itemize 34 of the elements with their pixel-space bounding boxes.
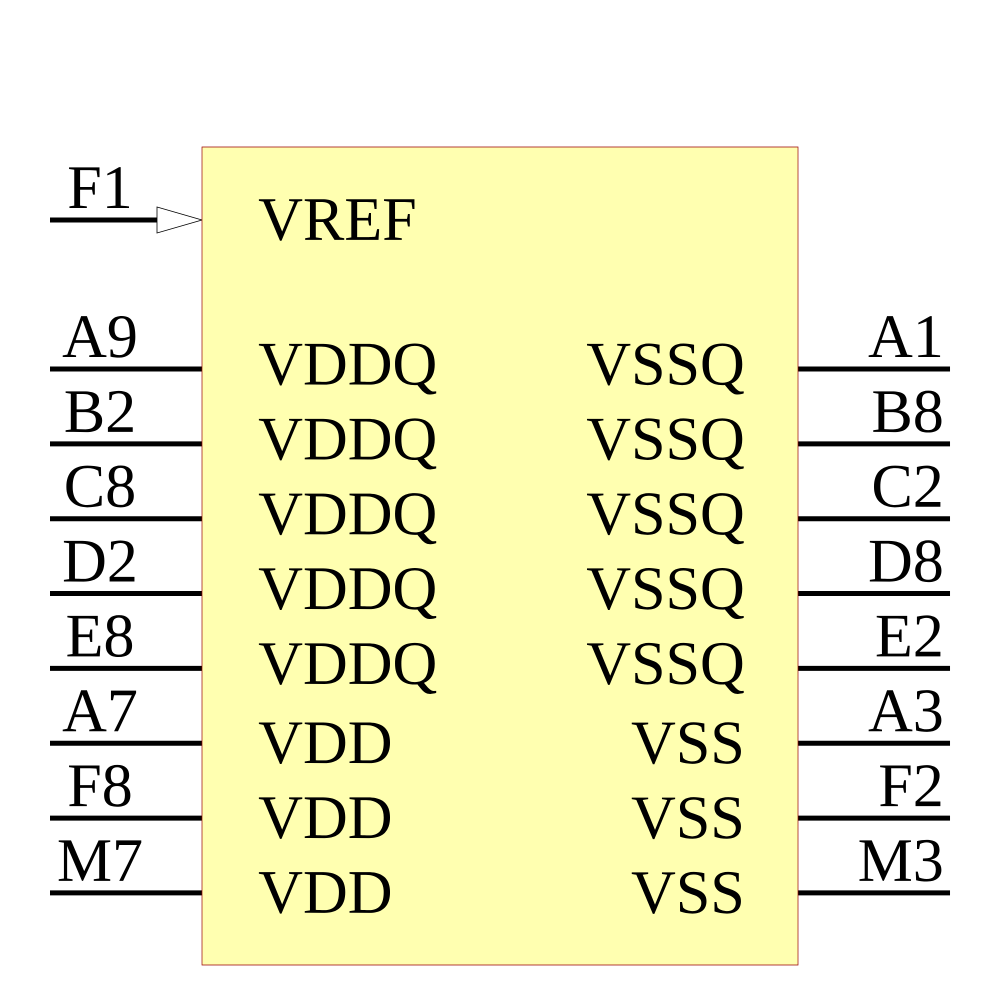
pin-number: F2 (880, 765, 940, 806)
pin-name: VDD (258, 797, 390, 839)
pin-name: VSS (632, 722, 741, 764)
pin-number: C8 (66, 465, 134, 508)
pin-number: B8 (873, 390, 942, 433)
pin-number: D2 (64, 540, 134, 582)
pin-name: VDDQ (258, 568, 436, 620)
pin-number: A1 (868, 316, 940, 357)
pin-name: VSSQ (587, 493, 744, 544)
pin-number: F1 (69, 167, 129, 208)
pin-number: A9 (62, 316, 136, 358)
pin-name: VSSQ (587, 568, 744, 620)
pin-name: VSS (632, 797, 741, 840)
pin-name: VDDQ (258, 343, 436, 395)
pin-number: A3 (868, 690, 942, 732)
pin-name: VSS (632, 872, 741, 914)
pin-number: D8 (870, 540, 942, 582)
pin-number: E8 (67, 615, 132, 658)
pin-number: E2 (876, 615, 940, 656)
pin-name: VREF (258, 199, 414, 241)
pin-number: C2 (874, 466, 940, 508)
pin-name: VSSQ (587, 343, 744, 395)
pin-name: VDDQ (258, 418, 436, 470)
pin-name: VDD (258, 722, 390, 764)
pin-number: M3 (859, 840, 942, 882)
pin-name: VDD (258, 872, 390, 914)
pin-name: VDDQ (258, 642, 436, 694)
pin-name: VSSQ (587, 642, 744, 694)
pin-number: A7 (62, 690, 136, 732)
pin-name: VSSQ (587, 418, 744, 470)
pin-number: B2 (66, 390, 133, 432)
pin-number: M7 (58, 840, 142, 881)
pin-name: VDDQ (258, 493, 436, 544)
pin-number: F8 (69, 764, 130, 807)
